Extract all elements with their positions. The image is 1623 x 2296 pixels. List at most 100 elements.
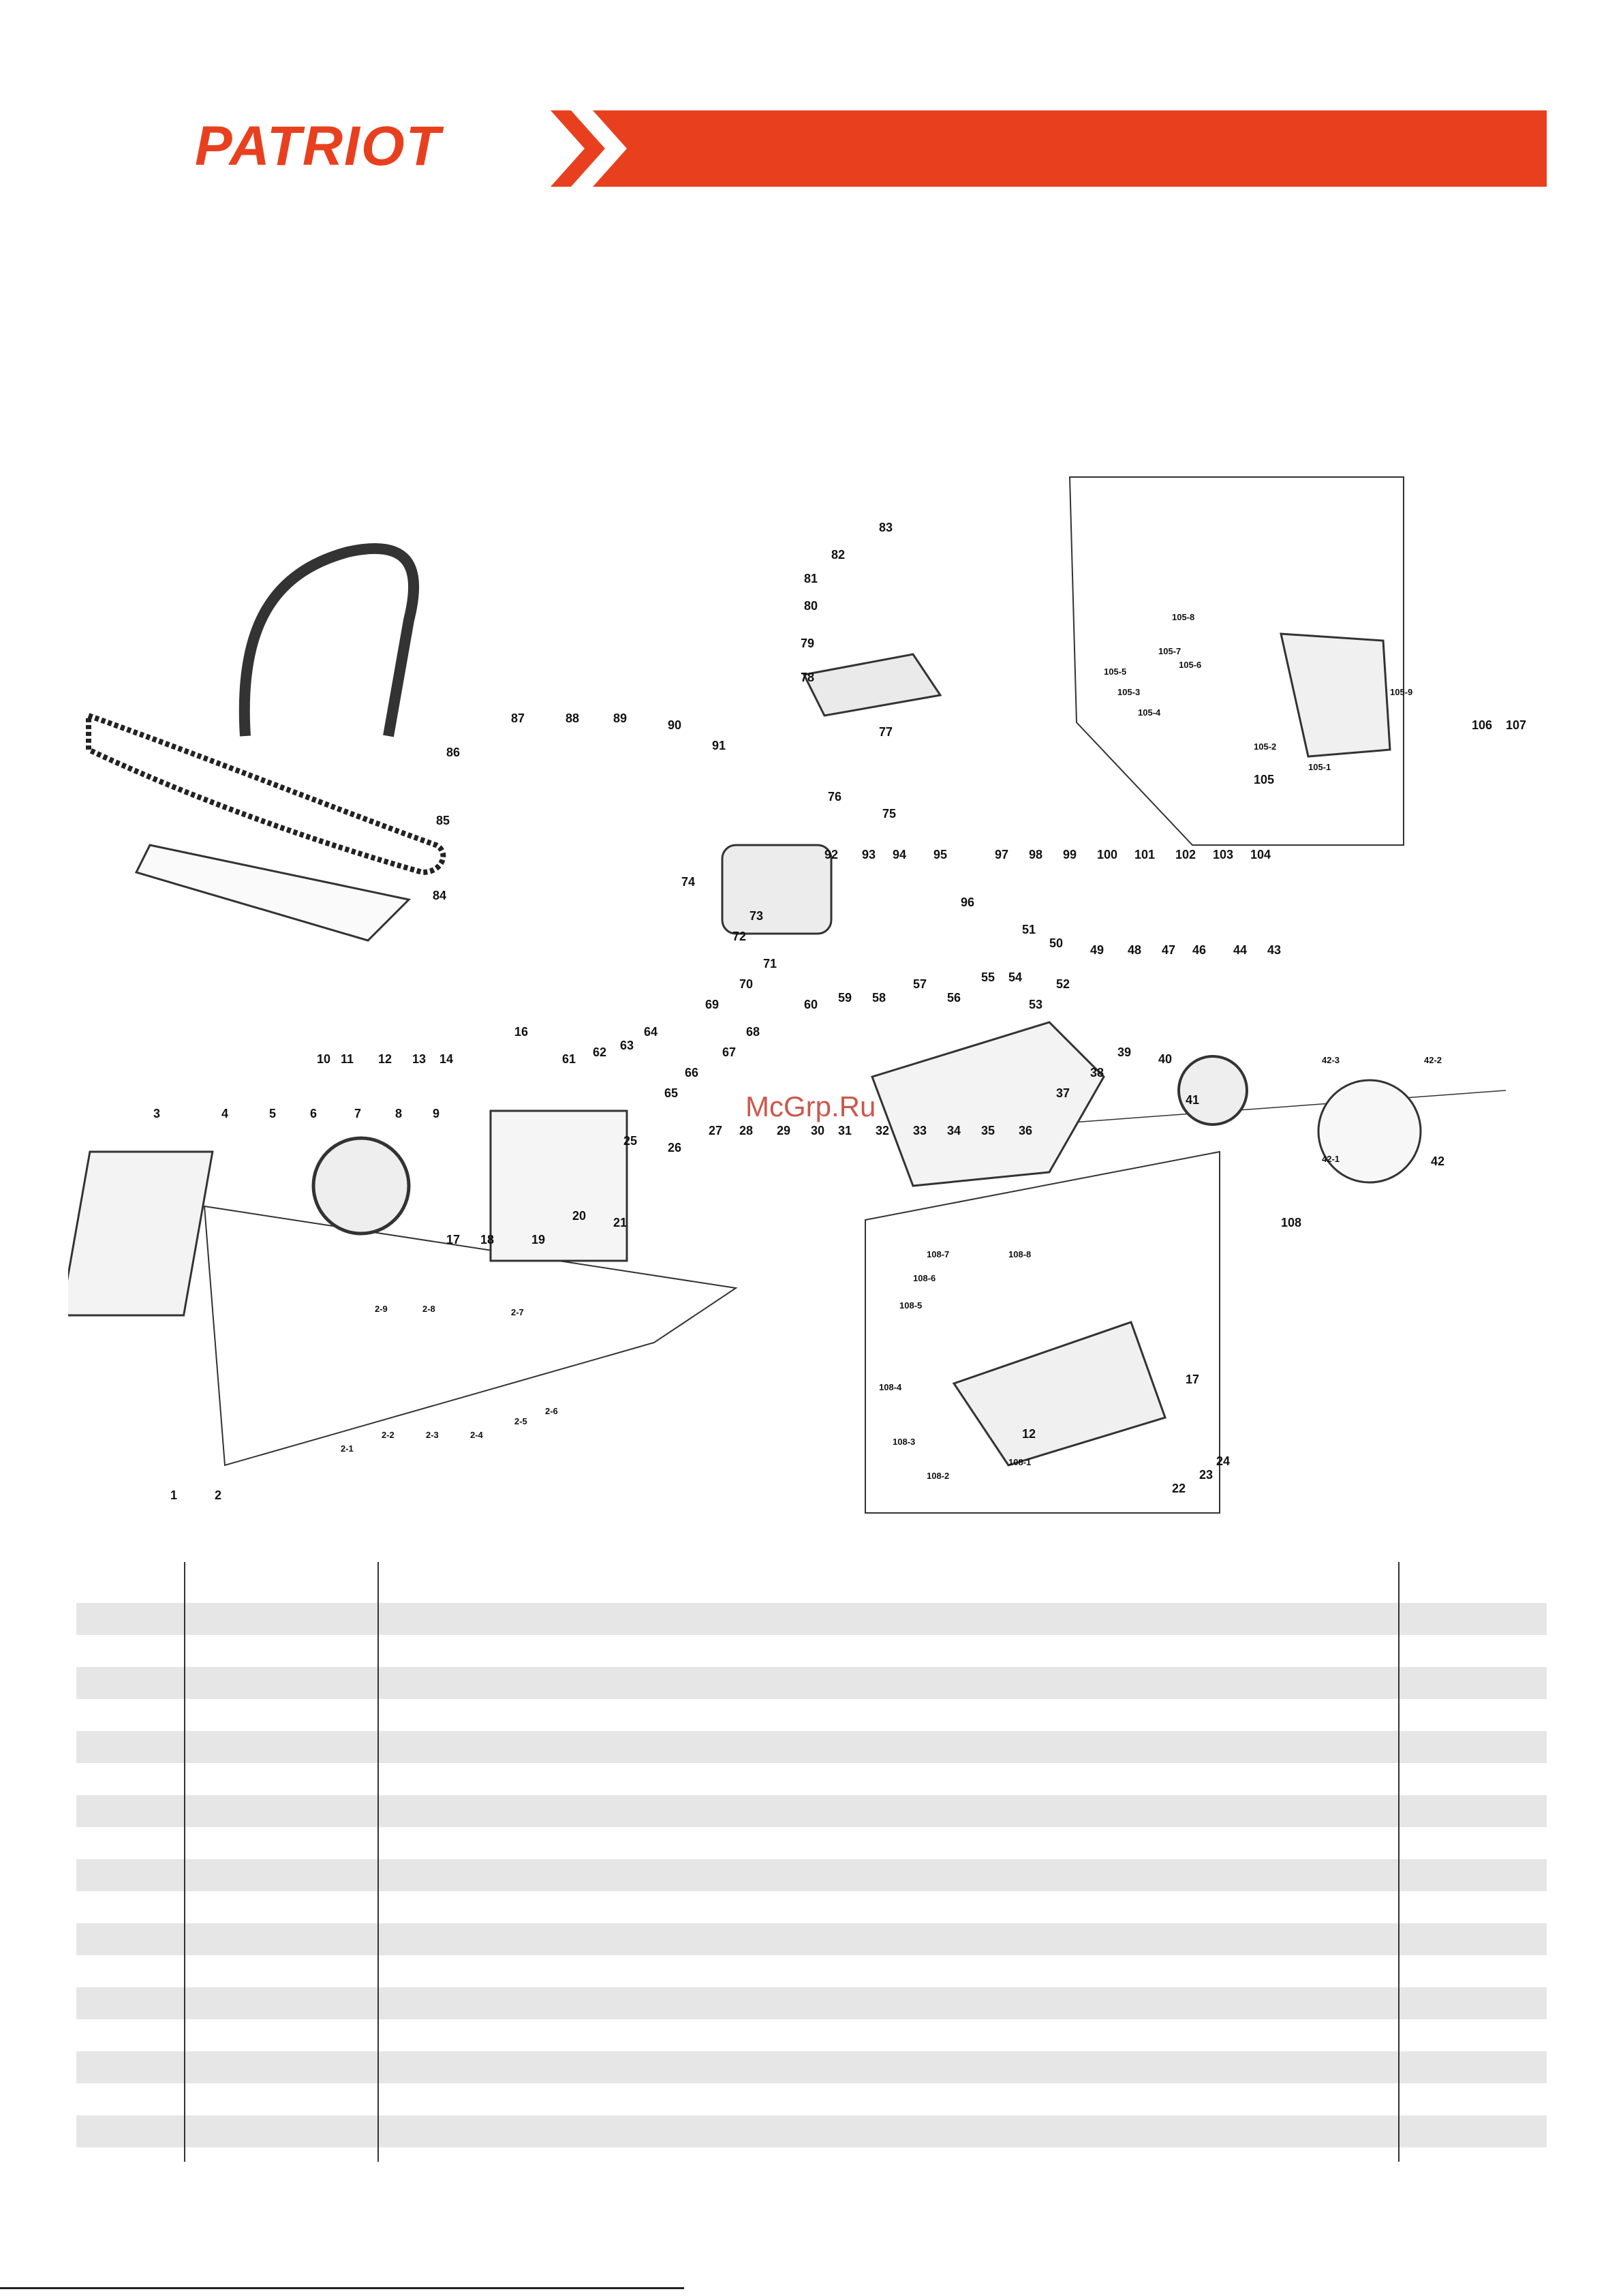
callout-label: 2 bbox=[215, 1488, 221, 1502]
watermark-text: McGrp.Ru bbox=[745, 1090, 876, 1122]
callout-label: 49 bbox=[1090, 943, 1104, 957]
callout-label: 102 bbox=[1175, 848, 1196, 861]
callout-label: 72 bbox=[732, 930, 746, 943]
footer-rule bbox=[0, 2287, 684, 2289]
table-row bbox=[76, 1987, 1547, 2019]
callout-label: 17 bbox=[446, 1233, 460, 1246]
callout-label: 53 bbox=[1029, 998, 1042, 1011]
callout-label: 9 bbox=[433, 1107, 439, 1120]
callout-label: 40 bbox=[1158, 1052, 1172, 1066]
callout-label: 108-2 bbox=[927, 1471, 949, 1481]
callout-label: 105-9 bbox=[1390, 687, 1412, 697]
callout-label: 75 bbox=[882, 807, 896, 821]
table-row bbox=[76, 1603, 1547, 1635]
callout-label: 67 bbox=[722, 1045, 736, 1059]
callout-label: 20 bbox=[572, 1209, 586, 1223]
table-row bbox=[76, 2051, 1547, 2083]
callout-label: 27 bbox=[709, 1124, 722, 1137]
callout-label: 23 bbox=[1199, 1468, 1213, 1482]
callout-label: 4 bbox=[221, 1107, 228, 1120]
callout-label: 10 bbox=[317, 1052, 330, 1066]
callout-label: 30 bbox=[811, 1124, 824, 1137]
callout-label: 108-8 bbox=[1008, 1249, 1031, 1259]
callout-labels: 1 2 3 4 5 6 7 8 9 10 11 12 13 14 16 17 1… bbox=[153, 521, 1526, 1502]
callout-label: 105-7 bbox=[1158, 646, 1181, 656]
callout-label: 32 bbox=[876, 1124, 889, 1137]
callout-label: 108-4 bbox=[879, 1382, 902, 1392]
flywheel-part bbox=[311, 1136, 411, 1236]
callout-label: 92 bbox=[824, 848, 838, 861]
callout-label: 68 bbox=[746, 1025, 760, 1039]
callout-label: 58 bbox=[872, 991, 886, 1005]
callout-label: 55 bbox=[981, 970, 995, 984]
callout-label: 64 bbox=[644, 1025, 658, 1039]
callout-label: 98 bbox=[1029, 848, 1042, 861]
callout-label: 2-7 bbox=[511, 1307, 524, 1317]
crankcase-part bbox=[489, 1109, 628, 1262]
table-column-divider bbox=[184, 1562, 185, 2162]
callout-label: 73 bbox=[749, 909, 763, 923]
table-row bbox=[76, 2115, 1547, 2147]
callout-label: 87 bbox=[511, 711, 525, 725]
callout-label: 56 bbox=[947, 991, 961, 1005]
callout-label: 103 bbox=[1213, 848, 1233, 861]
callout-label: 108-7 bbox=[927, 1249, 949, 1259]
callout-label: 2-5 bbox=[514, 1416, 527, 1426]
callout-label: 37 bbox=[1056, 1086, 1070, 1100]
callout-label: 42-1 bbox=[1322, 1154, 1340, 1164]
callout-label: 26 bbox=[668, 1141, 681, 1154]
callout-label: 108-3 bbox=[893, 1437, 915, 1447]
callout-label: 57 bbox=[913, 977, 927, 991]
patriot-logo: PATRIOT bbox=[195, 115, 442, 177]
callout-label: 52 bbox=[1056, 977, 1070, 991]
callout-label: 84 bbox=[433, 889, 446, 902]
callout-label: 94 bbox=[893, 848, 906, 861]
callout-label: 6 bbox=[310, 1107, 317, 1120]
callout-label: 95 bbox=[933, 848, 947, 861]
callout-label: 1 bbox=[170, 1488, 177, 1502]
callout-label: 104 bbox=[1250, 848, 1271, 861]
callout-label: 105-5 bbox=[1104, 667, 1126, 677]
callout-label: 106 bbox=[1472, 718, 1492, 732]
callout-label: 54 bbox=[1008, 970, 1022, 984]
callout-label: 105-1 bbox=[1308, 762, 1331, 772]
callout-label: 91 bbox=[712, 739, 726, 752]
callout-label: 42 bbox=[1431, 1154, 1444, 1168]
callout-label: 31 bbox=[838, 1124, 852, 1137]
callout-label: 42-3 bbox=[1322, 1055, 1340, 1065]
diagram-frames bbox=[203, 476, 1506, 1514]
callout-label: 43 bbox=[1267, 943, 1281, 957]
callout-label: 100 bbox=[1097, 848, 1117, 861]
table-column-divider bbox=[1398, 1562, 1400, 2162]
callout-label: 99 bbox=[1063, 848, 1077, 861]
callout-label: 77 bbox=[879, 725, 893, 739]
air-filter-cover-part bbox=[802, 653, 942, 717]
callout-label: 105-8 bbox=[1172, 612, 1194, 622]
callout-label: 44 bbox=[1233, 943, 1247, 957]
callout-label: 51 bbox=[1022, 923, 1036, 936]
saw-chain-part bbox=[86, 711, 446, 876]
callout-label: 96 bbox=[961, 896, 974, 909]
sub-callout-labels: 2-1 2-2 2-3 2-4 2-5 2-6 2-7 2-8 2-9 42-1… bbox=[341, 612, 1442, 1495]
callout-label: 28 bbox=[739, 1124, 753, 1137]
callout-label: 18 bbox=[480, 1233, 494, 1246]
callout-label: 2-8 bbox=[422, 1304, 435, 1314]
header-banner bbox=[593, 110, 1547, 187]
callout-label: 33 bbox=[913, 1124, 927, 1137]
guide-bar-part bbox=[134, 844, 412, 942]
callout-label: 97 bbox=[995, 848, 1008, 861]
callout-label: 8 bbox=[395, 1107, 402, 1120]
table-row bbox=[76, 1859, 1547, 1891]
callout-label: 105-6 bbox=[1179, 660, 1201, 670]
callout-label: 105-4 bbox=[1138, 707, 1161, 718]
starter-cover-part bbox=[68, 1150, 214, 1317]
callout-label: 59 bbox=[838, 991, 852, 1005]
callout-label: 108 bbox=[1281, 1216, 1301, 1229]
clutch-assembly-part bbox=[1317, 1079, 1422, 1184]
callout-label: 85 bbox=[436, 814, 450, 827]
callout-label: 5 bbox=[269, 1107, 276, 1120]
callout-label: 71 bbox=[763, 957, 777, 970]
chain-brake-cover-part bbox=[1280, 632, 1391, 758]
callout-label: 2-2 bbox=[382, 1430, 395, 1440]
callout-label: 2-3 bbox=[426, 1430, 439, 1440]
